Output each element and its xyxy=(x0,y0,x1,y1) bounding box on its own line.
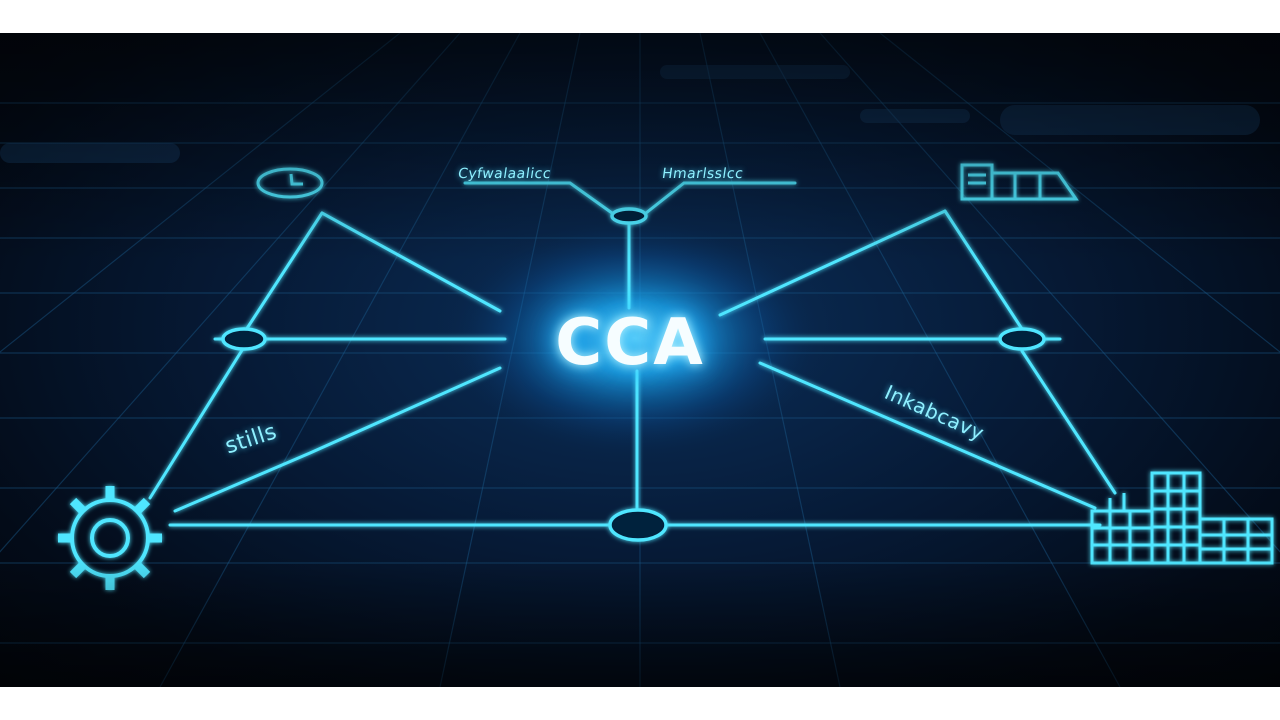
network-diagram-scene: CCA Cyfwalaalicc Hmarlsslcc stills Inkab… xyxy=(0,33,1280,687)
top-right-label: Hmarlsslcc xyxy=(660,166,745,182)
vignette xyxy=(0,33,1280,687)
network-graphic xyxy=(0,33,1280,687)
top-left-label: Cyfwalaalicc xyxy=(456,166,553,182)
center-title-cca: CCA xyxy=(555,306,705,380)
